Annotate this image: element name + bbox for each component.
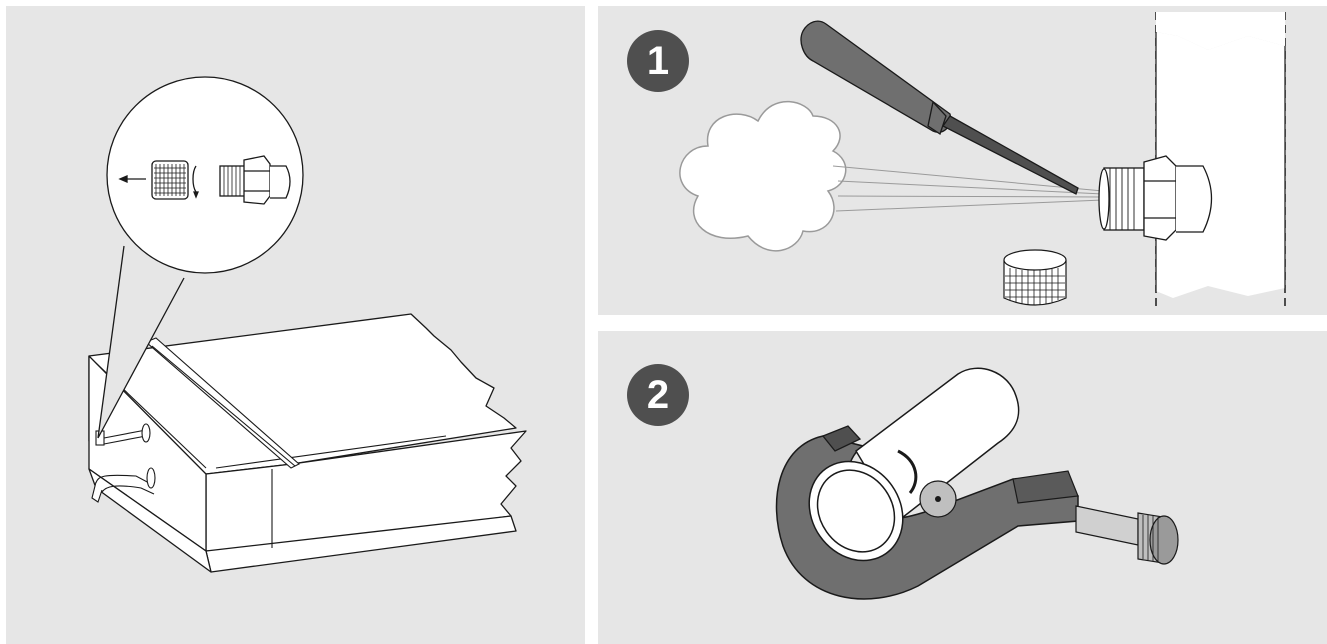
overview-panel: [6, 6, 585, 644]
valve-cap: [1004, 250, 1066, 305]
service-valve: [1099, 156, 1212, 240]
step-1-panel: 1: [598, 6, 1327, 315]
unit-illustration: [6, 6, 585, 644]
step-badge: 1: [627, 30, 689, 92]
step-2-panel: 2: [598, 331, 1327, 644]
step-badge: 2: [627, 364, 689, 426]
step-2-illustration: [598, 331, 1327, 644]
step-1-illustration: [598, 6, 1327, 315]
gas-cloud: [680, 102, 846, 251]
cutter-knob: [1138, 513, 1178, 564]
